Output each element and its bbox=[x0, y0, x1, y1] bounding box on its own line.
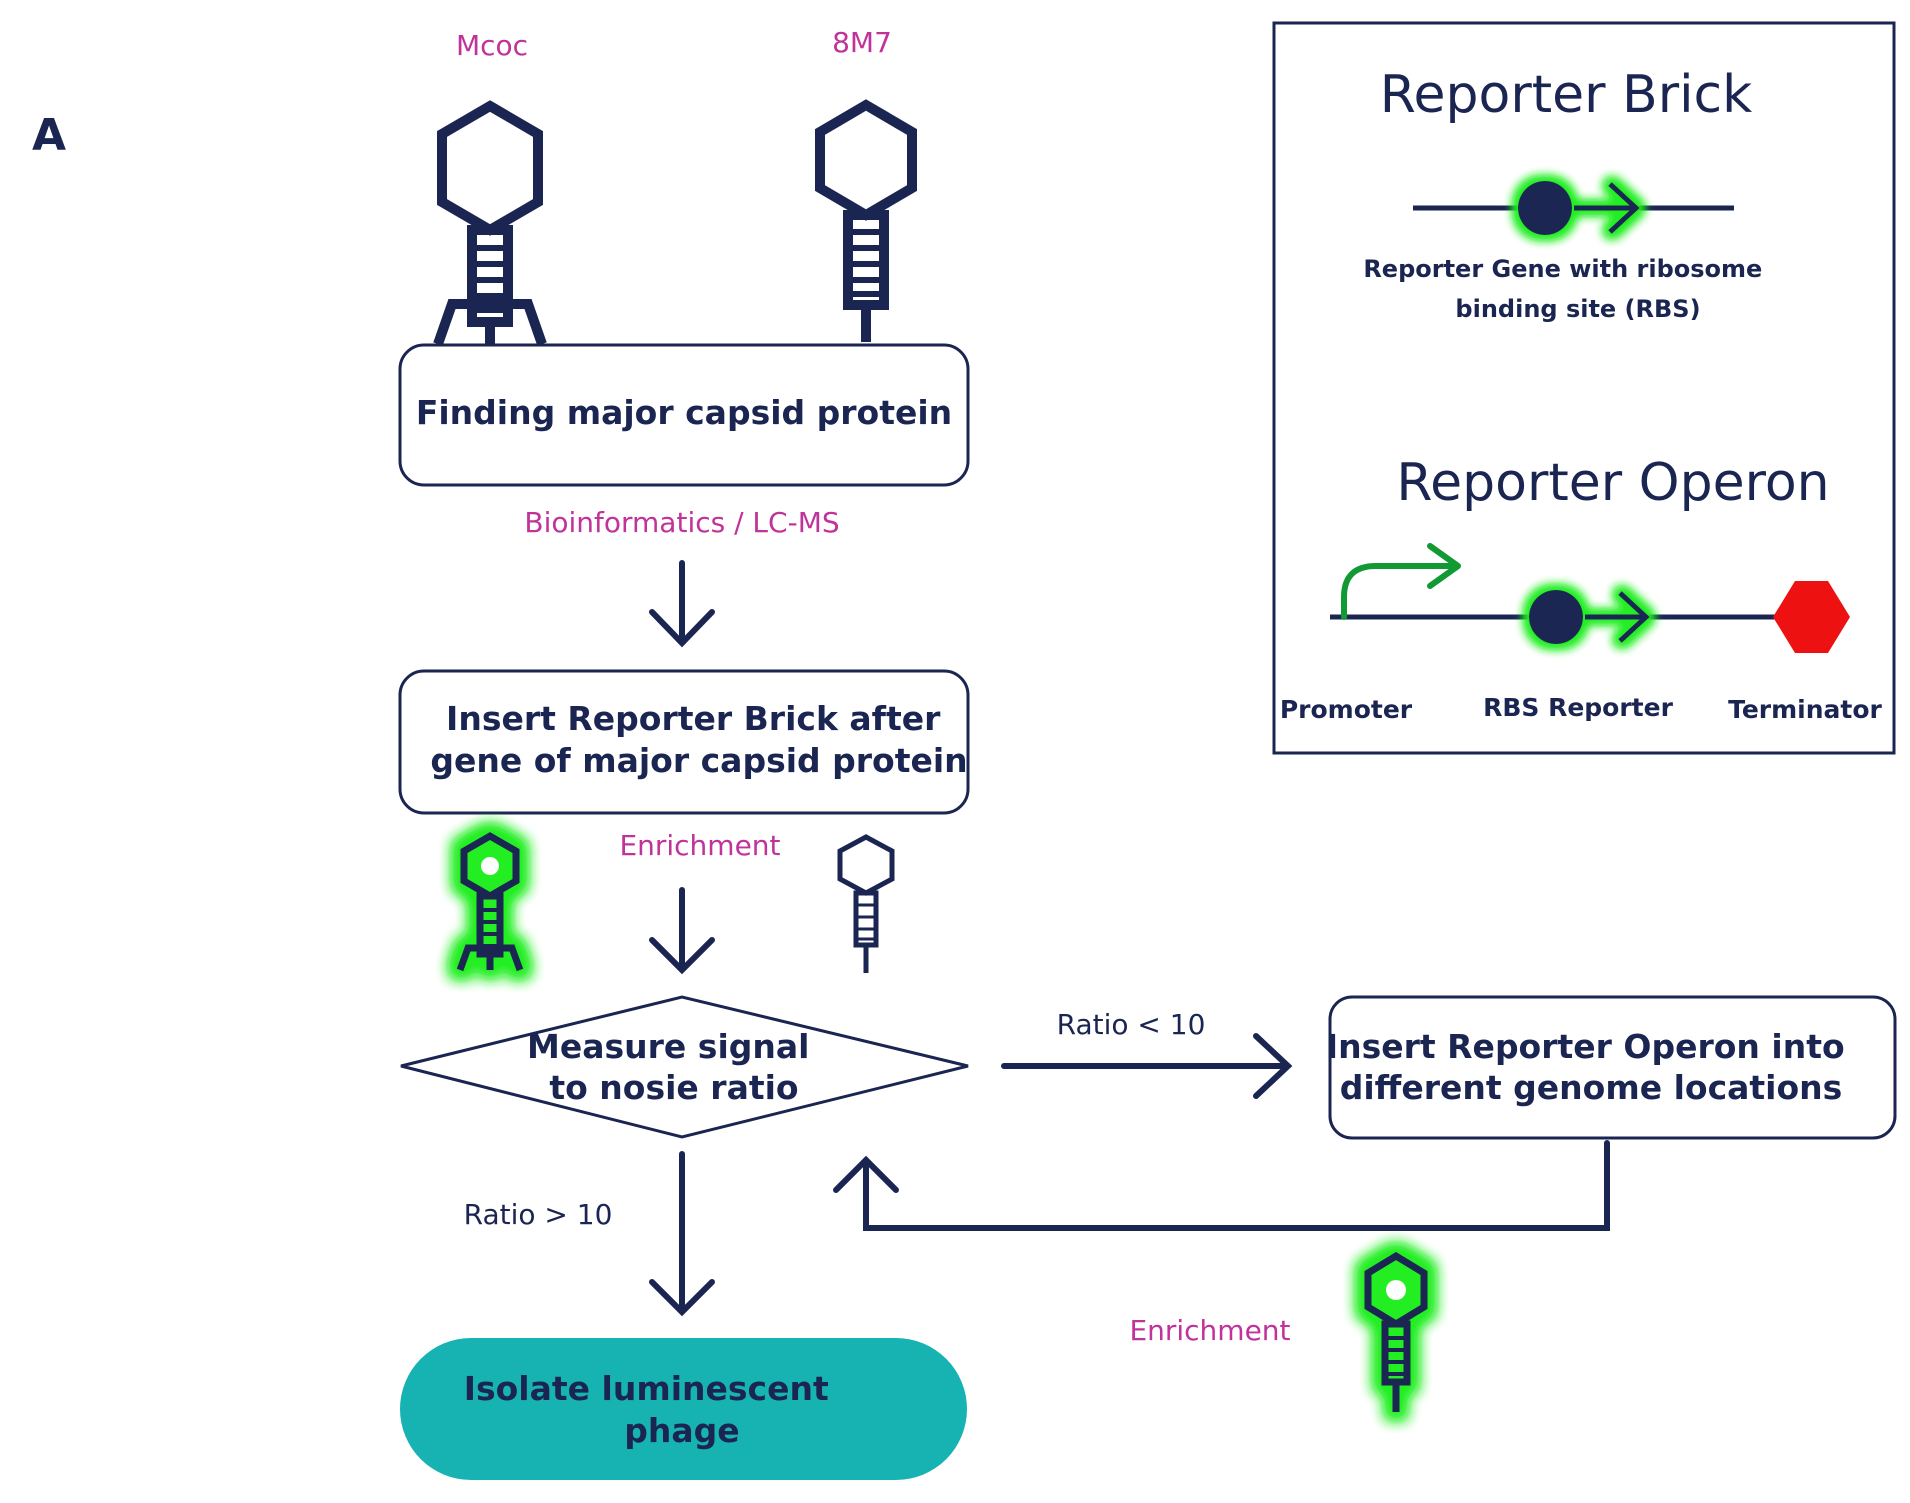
phage-label-8m7: 8M7 bbox=[832, 26, 892, 59]
phage-label-mcoc: Mcoc bbox=[456, 29, 528, 62]
reporter-gene-icon bbox=[1529, 590, 1650, 644]
final-step-pill bbox=[400, 1338, 967, 1480]
ratio-low-label: Ratio < 10 bbox=[1057, 1008, 1206, 1041]
method-label: Bioinformatics / LC-MS bbox=[524, 506, 839, 539]
promoter-icon bbox=[1341, 543, 1461, 620]
feedback-arrow-icon bbox=[833, 1140, 1610, 1231]
terminator-icon bbox=[1773, 581, 1850, 653]
enrichment-label: Enrichment bbox=[1129, 1314, 1290, 1347]
legend-rbs-reporter-label: RBS Reporter bbox=[1483, 693, 1674, 722]
decision-text: Measure signal to nosie ratio bbox=[527, 1027, 821, 1107]
step-insert-brick-box bbox=[398, 669, 970, 815]
luminescent-phage-icon bbox=[1364, 1251, 1428, 1412]
phage-mcoc-icon bbox=[433, 100, 547, 346]
reporter-gene-icon bbox=[1518, 181, 1640, 235]
legend-brick-title: Reporter Brick bbox=[1380, 65, 1752, 125]
phage-icon bbox=[837, 834, 895, 973]
step-insert-brick-text: Insert Reporter Brick after gene of majo… bbox=[430, 699, 967, 780]
arrow-down-icon bbox=[649, 1151, 715, 1317]
legend-terminator-label: Terminator bbox=[1728, 695, 1882, 724]
panel-label: A bbox=[32, 110, 66, 161]
step-find-capsid-text: Finding major capsid protein bbox=[416, 393, 952, 432]
legend-promoter-label: Promoter bbox=[1280, 695, 1413, 724]
decision-diamond bbox=[400, 995, 969, 1139]
legend-brick-caption: Reporter Gene with ribosome binding site… bbox=[1363, 255, 1770, 323]
arrow-right-icon bbox=[1001, 1033, 1293, 1099]
final-step-text: Isolate luminescent phage bbox=[464, 1369, 841, 1450]
step-find-capsid-box bbox=[398, 343, 970, 487]
step-insert-operon-box bbox=[1328, 995, 1897, 1140]
arrow-down-icon bbox=[649, 887, 715, 975]
legend-operon-title: Reporter Operon bbox=[1396, 453, 1829, 513]
ratio-high-label: Ratio > 10 bbox=[464, 1198, 613, 1231]
arrow-down-icon bbox=[649, 560, 715, 648]
enrichment-label: Enrichment bbox=[619, 829, 780, 862]
step-insert-operon-text: Insert Reporter Operon into different ge… bbox=[1326, 1027, 1856, 1107]
luminescent-phage-icon bbox=[456, 831, 524, 972]
phage-8m7-icon bbox=[815, 99, 917, 342]
